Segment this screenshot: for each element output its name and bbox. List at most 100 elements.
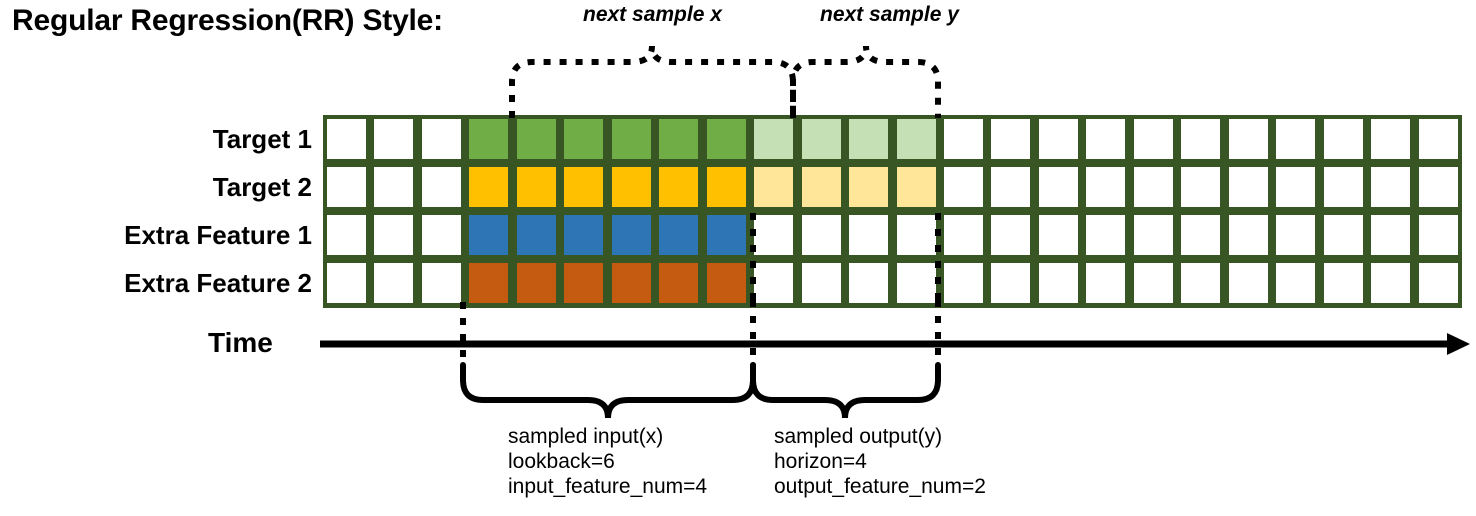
grid-cell-blank xyxy=(1419,119,1458,159)
grid-cell-blank xyxy=(754,263,793,303)
grid-cell-input xyxy=(517,263,556,303)
grid-cell-blank xyxy=(944,263,983,303)
caption-sampled-input: sampled input(x) lookback=6 input_featur… xyxy=(508,424,707,499)
grid-cell-blank xyxy=(1181,263,1220,303)
grid-cell-blank xyxy=(374,119,413,159)
caption-sampled-output: sampled output(y) horizon=4 output_featu… xyxy=(774,424,986,499)
grid-cell-blank xyxy=(991,215,1030,255)
timeline-grid xyxy=(323,115,1462,308)
grid-cell-blank xyxy=(1276,119,1315,159)
grid-cell-blank xyxy=(1276,263,1315,303)
grid-cell-blank xyxy=(1229,215,1268,255)
grid-cell-blank xyxy=(1086,119,1125,159)
grid-cell-blank xyxy=(422,215,461,255)
grid-cell-input xyxy=(469,263,508,303)
grid-cell-blank xyxy=(944,167,983,207)
grid-cell-output xyxy=(897,167,936,207)
time-axis-label: Time xyxy=(208,327,273,358)
grid-cell-blank xyxy=(327,167,366,207)
grid-cell-blank xyxy=(1181,215,1220,255)
grid-cell-output xyxy=(897,119,936,159)
grid-cell-blank xyxy=(1229,263,1268,303)
grid-cell-blank xyxy=(327,215,366,255)
grid-cell-input xyxy=(707,167,746,207)
row-label-extra-feature-2: Extra Feature 2 xyxy=(124,268,312,298)
caption-input-title: sampled input(x) xyxy=(508,425,664,448)
grid-cell-blank xyxy=(1039,119,1078,159)
grid-cell-blank xyxy=(1181,119,1220,159)
grid-cell-blank xyxy=(944,215,983,255)
grid-cell-blank xyxy=(849,263,888,303)
brace-next-sample-y xyxy=(790,45,941,118)
grid-cell-blank xyxy=(802,263,841,303)
grid-cell-input xyxy=(517,167,556,207)
grid-cell-input xyxy=(612,215,651,255)
grid-cell-blank xyxy=(374,215,413,255)
grid-cell-blank xyxy=(897,215,936,255)
grid-cell-blank xyxy=(1086,263,1125,303)
grid-cell-blank xyxy=(1276,215,1315,255)
grid-cell-blank xyxy=(1324,167,1363,207)
grid-cell-blank xyxy=(1324,119,1363,159)
grid-cell-blank xyxy=(1276,167,1315,207)
brace-sampled-input xyxy=(460,362,756,419)
caption-output-line3: output_feature_num=2 xyxy=(774,475,986,498)
grid-cell-blank xyxy=(1324,263,1363,303)
grid-cell-blank xyxy=(1419,167,1458,207)
grid-cell-input xyxy=(612,263,651,303)
grid-cell-blank xyxy=(327,263,366,303)
grid-cell-input xyxy=(707,215,746,255)
grid-cell-blank xyxy=(1371,215,1410,255)
grid-row xyxy=(323,211,1462,259)
grid-row xyxy=(323,115,1462,163)
grid-cell-blank xyxy=(327,119,366,159)
grid-cell-blank xyxy=(1181,167,1220,207)
grid-cell-blank xyxy=(1039,263,1078,303)
grid-cell-input xyxy=(659,215,698,255)
grid-cell-blank xyxy=(1371,263,1410,303)
grid-cell-input xyxy=(564,215,603,255)
grid-cell-input xyxy=(469,119,508,159)
grid-cell-blank xyxy=(1039,167,1078,207)
grid-cell-blank xyxy=(849,215,888,255)
caption-output-line2: horizon=4 xyxy=(774,450,867,473)
grid-cell-output xyxy=(754,167,793,207)
grid-cell-blank xyxy=(1134,263,1173,303)
grid-cell-blank xyxy=(1229,167,1268,207)
row-label-target-1: Target 1 xyxy=(212,124,312,154)
grid-cell-input xyxy=(517,215,556,255)
grid-cell-blank xyxy=(1134,215,1173,255)
row-label-target-2: Target 2 xyxy=(212,172,312,202)
grid-cell-blank xyxy=(897,263,936,303)
grid-cell-blank xyxy=(422,167,461,207)
row-label-extra-feature-1: Extra Feature 1 xyxy=(124,220,312,250)
grid-cell-output xyxy=(802,119,841,159)
grid-cell-blank xyxy=(1086,167,1125,207)
grid-cell-blank xyxy=(802,215,841,255)
grid-cell-blank xyxy=(374,167,413,207)
grid-row xyxy=(323,163,1462,211)
grid-cell-output xyxy=(849,119,888,159)
annotation-next-sample-x: next sample x xyxy=(583,3,722,26)
grid-cell-input xyxy=(612,119,651,159)
grid-cell-input xyxy=(707,119,746,159)
grid-cell-blank xyxy=(1229,119,1268,159)
grid-cell-blank xyxy=(1419,215,1458,255)
grid-cell-blank xyxy=(374,263,413,303)
grid-cell-blank xyxy=(991,263,1030,303)
grid-cell-input xyxy=(469,167,508,207)
grid-cell-input xyxy=(469,215,508,255)
caption-output-title: sampled output(y) xyxy=(774,425,943,448)
grid-cell-input xyxy=(564,119,603,159)
grid-cell-input xyxy=(612,167,651,207)
grid-cell-input xyxy=(564,167,603,207)
grid-cell-blank xyxy=(1134,119,1173,159)
grid-cell-blank xyxy=(991,167,1030,207)
grid-cell-output xyxy=(802,167,841,207)
caption-input-line3: input_feature_num=4 xyxy=(508,475,708,498)
grid-cell-output xyxy=(754,119,793,159)
grid-cell-blank xyxy=(422,263,461,303)
grid-cell-input xyxy=(517,119,556,159)
grid-cell-blank xyxy=(1371,119,1410,159)
